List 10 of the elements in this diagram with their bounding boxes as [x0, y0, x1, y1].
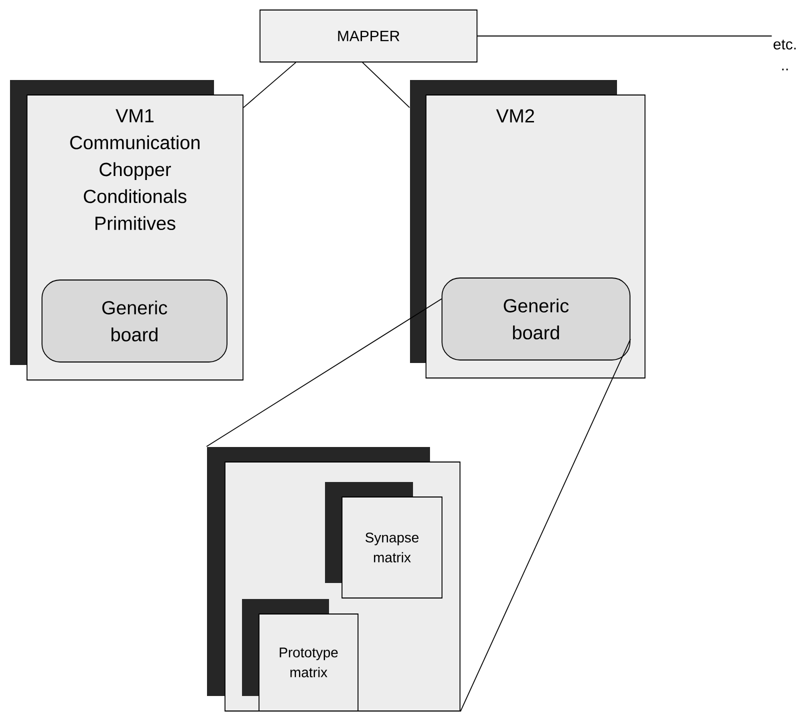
connector-line [362, 62, 410, 108]
connector-line [460, 338, 631, 712]
connector-line [243, 62, 296, 108]
connector-line [206, 298, 442, 447]
board-box: Generic board [42, 280, 228, 362]
card: Synapse matrix [325, 482, 442, 598]
card: Prototype matrix [242, 599, 358, 712]
note-text: etc. .. [774, 40, 796, 70]
label-box: MAPPER [260, 10, 478, 62]
board-box: Generic board [442, 278, 630, 360]
